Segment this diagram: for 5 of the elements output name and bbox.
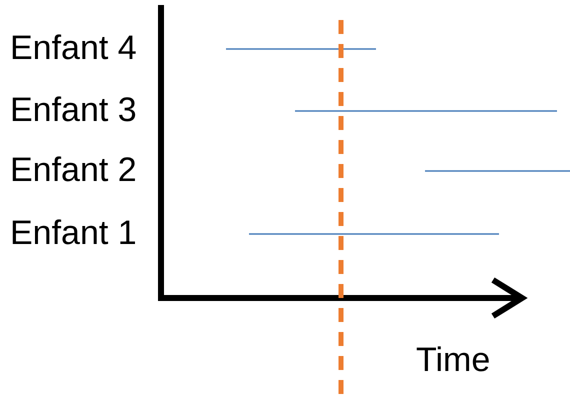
axis-label: Time [416, 343, 490, 377]
row-label: Enfant 1 [10, 216, 137, 250]
row-label: Enfant 2 [10, 153, 137, 187]
row-label: Enfant 3 [10, 93, 137, 127]
row-label: Enfant 4 [10, 31, 137, 65]
